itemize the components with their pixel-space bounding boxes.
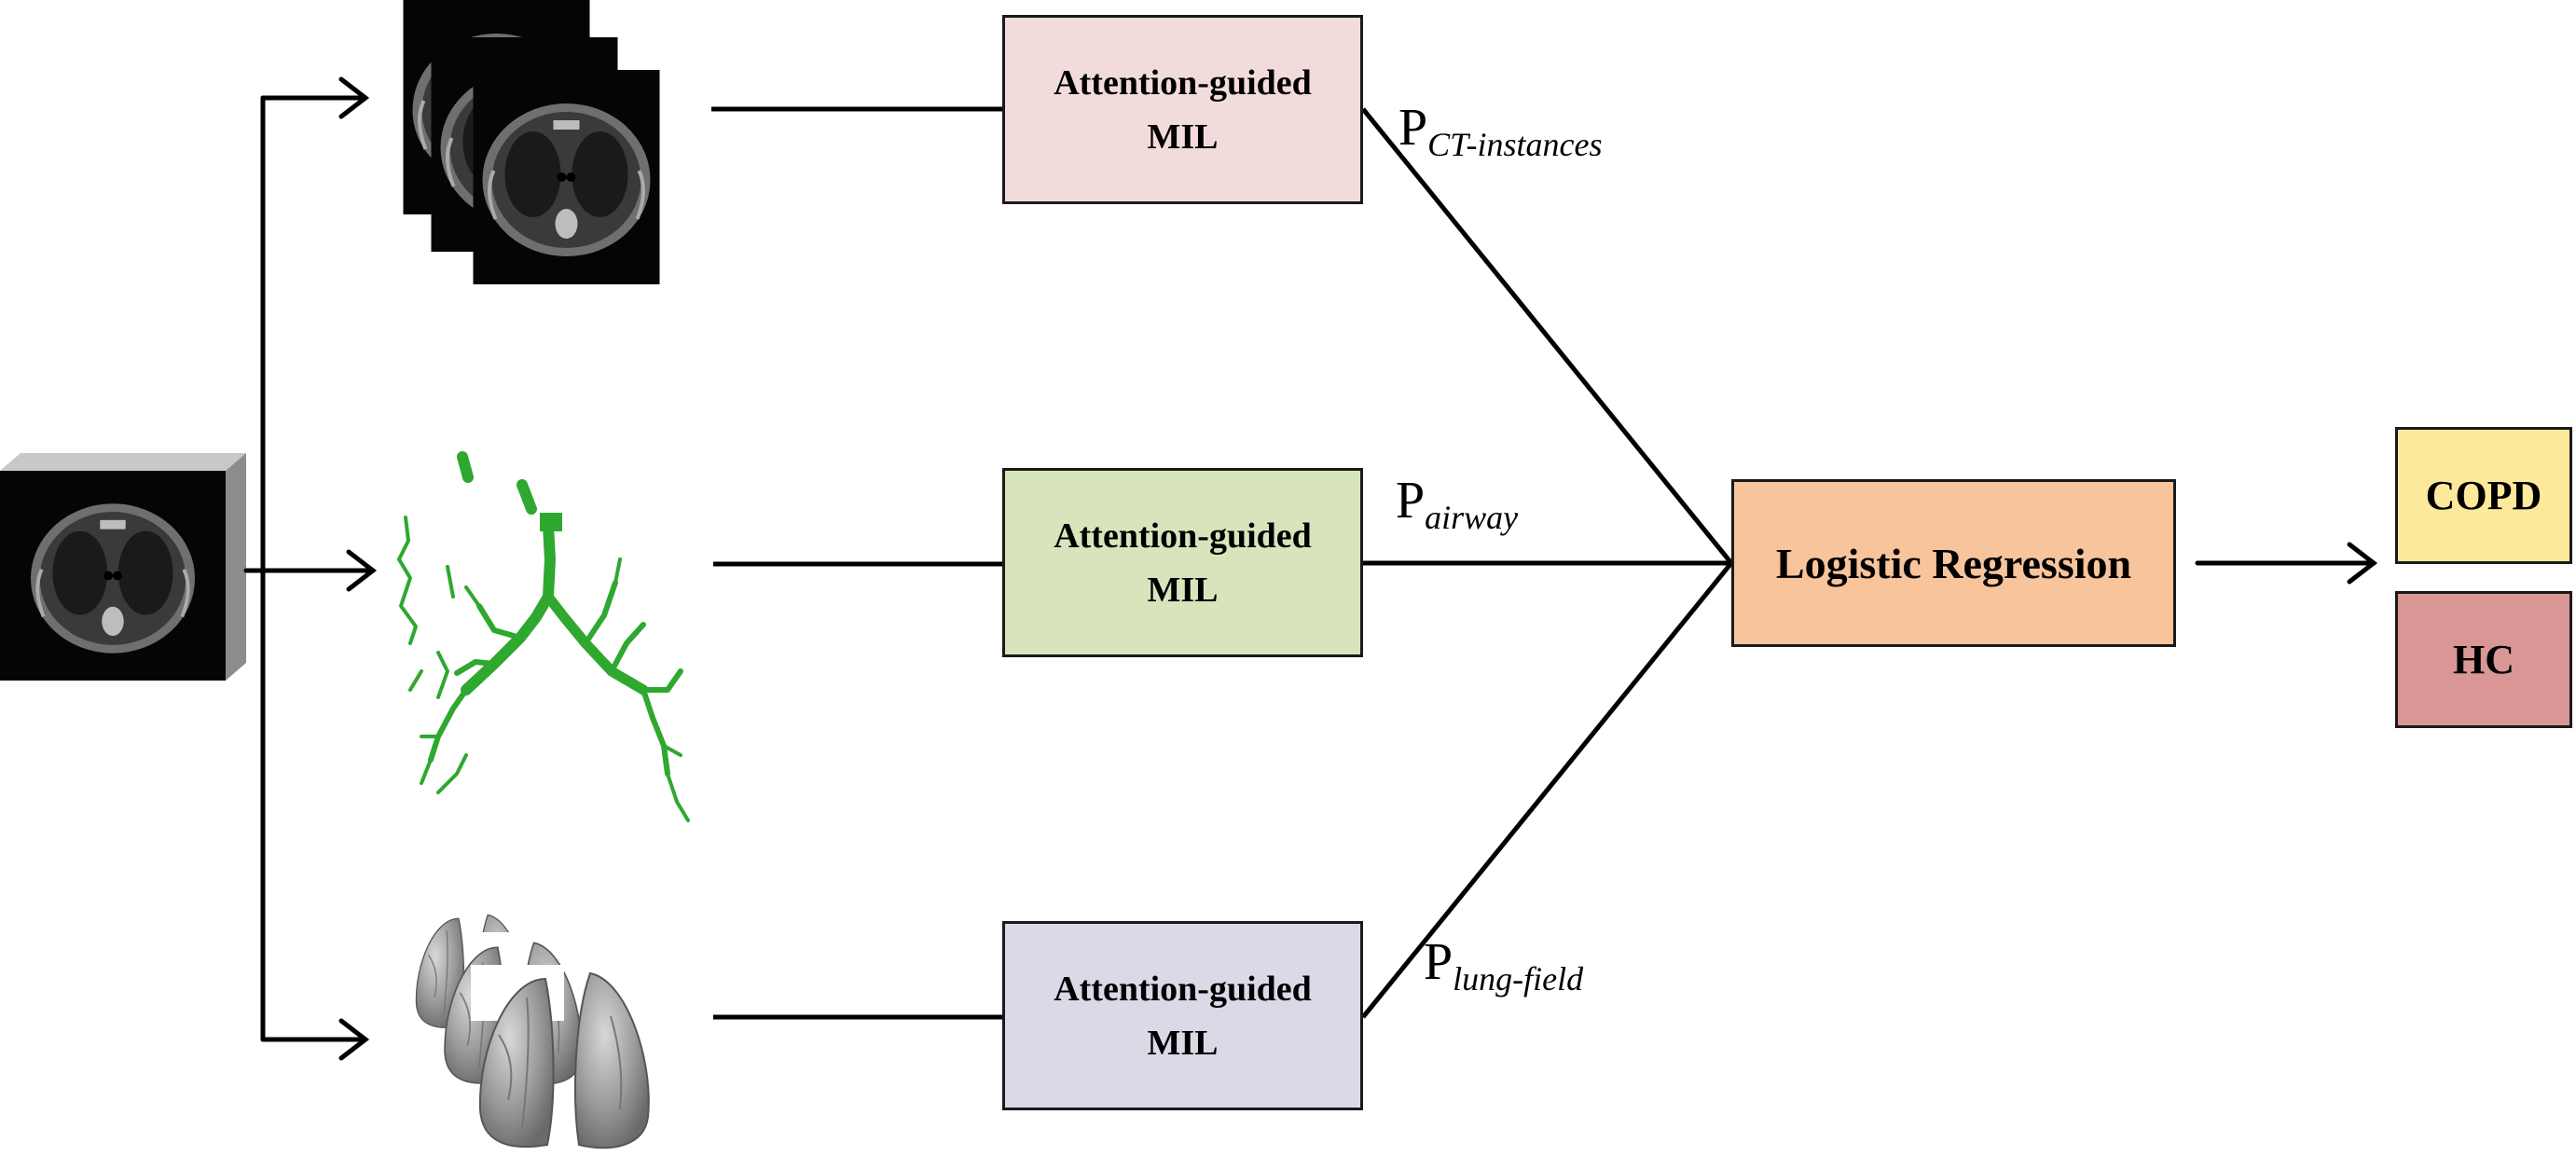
p-symbol: P [1424,933,1453,991]
output-arrow [2195,542,2378,585]
mil-module-ct: Attention-guided MIL [1002,15,1363,204]
p-symbol: P [1398,99,1428,157]
p-airway-label: Pairway [1396,471,1518,537]
p-symbol: P [1396,472,1426,530]
p-subscript: CT-instances [1427,126,1603,163]
logistic-regression-box: Logistic Regression [1731,479,2176,647]
lung-field-stack-icon [415,914,650,1149]
p-lung-field-label: Plung-field [1424,932,1583,998]
mil-module-airway: Attention-guided MIL [1002,468,1363,657]
output-copd-box: COPD [2395,427,2572,564]
output-hc-box: HC [2395,591,2572,728]
fusion-lines [1361,107,1733,1019]
branch-connectors [711,106,1002,1020]
p-subscript: lung-field [1453,960,1584,998]
p-subscript: airway [1425,499,1519,536]
p-ct-instances-label: PCT-instances [1398,98,1603,164]
mil-module-lung-field: Attention-guided MIL [1002,921,1363,1110]
ct-slices-stack-icon [404,0,660,284]
ct-volume-cube-icon [0,453,246,681]
input-splitter [243,76,378,1061]
airway-tree-icon [397,451,690,822]
